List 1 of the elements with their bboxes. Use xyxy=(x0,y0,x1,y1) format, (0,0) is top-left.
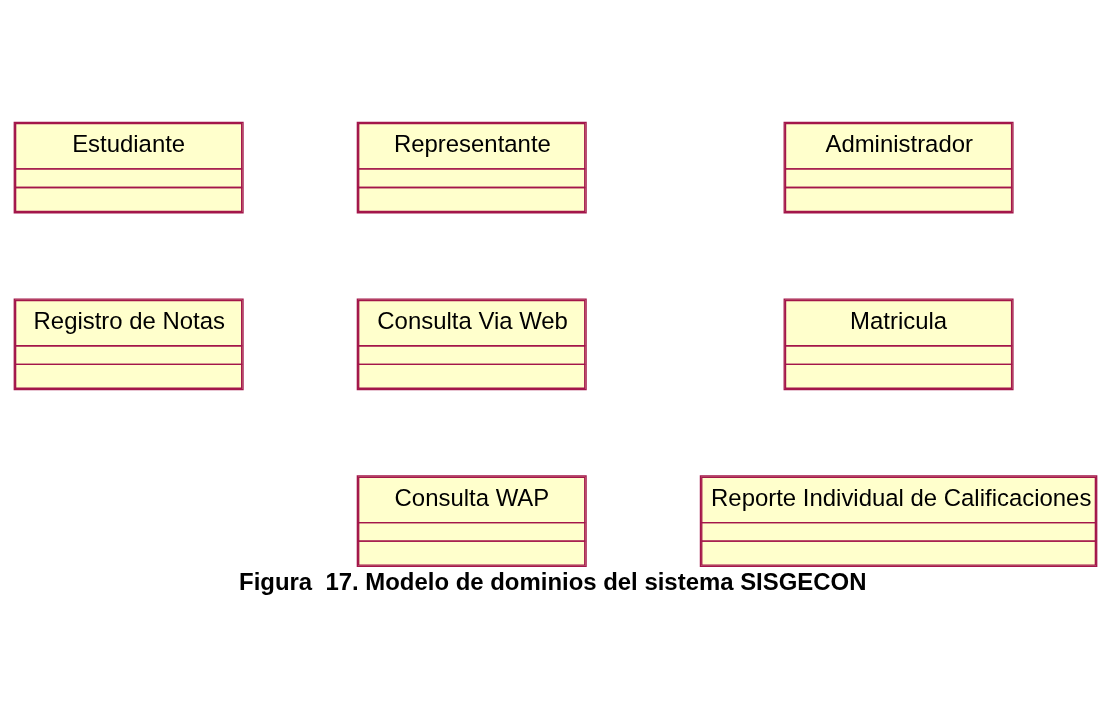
caption: Figura 17. Modelo de dominios del sistema SISGECON xyxy=(239,567,867,595)
